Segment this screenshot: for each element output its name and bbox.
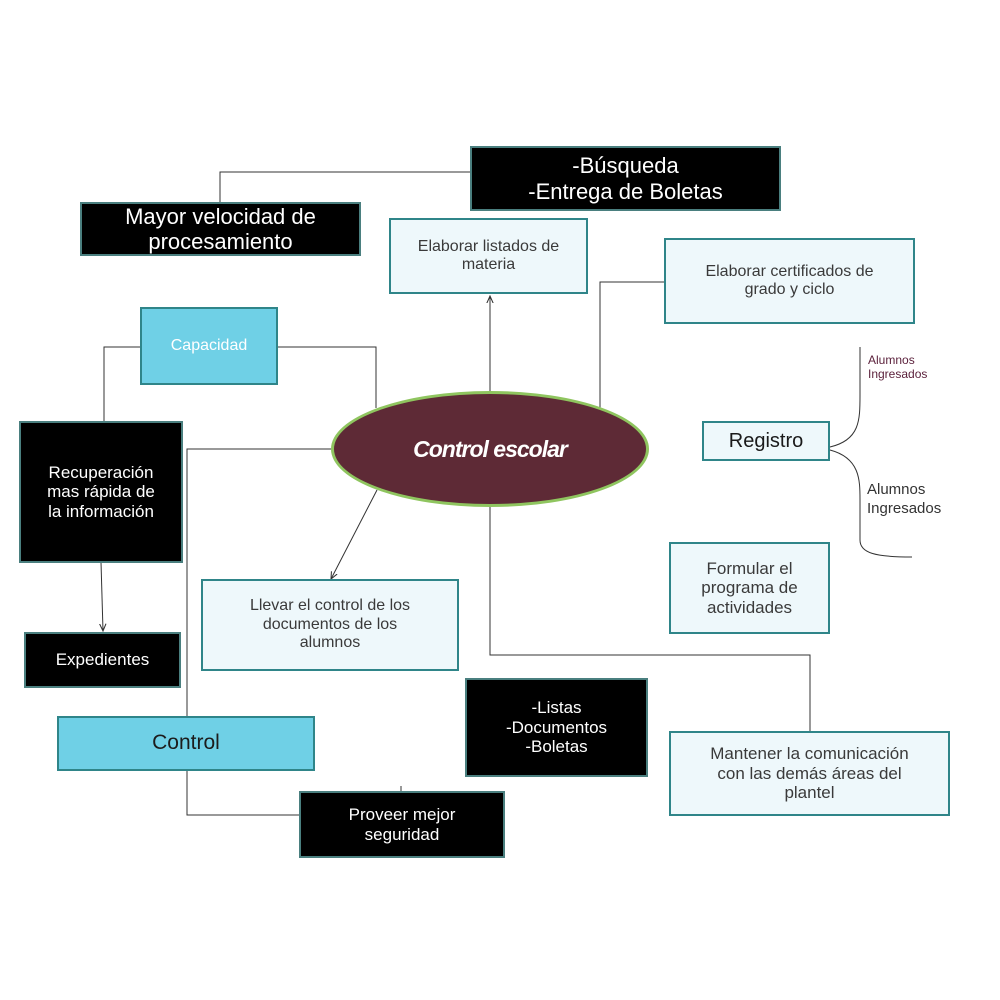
line-capacidad-recuperacion: [103, 346, 140, 422]
busqueda-box: -Búsqueda -Entrega de Boletas: [470, 146, 781, 211]
central-node: Control escolar: [331, 391, 649, 507]
seguridad-box: Proveer mejor seguridad: [299, 791, 505, 858]
alumnos-bottom-label: Alumnos Ingresados: [867, 481, 942, 517]
line-center-mantener: [489, 507, 811, 732]
recuperacion-box: Recuperación mas rápida de la informació…: [19, 421, 183, 563]
line-capacidad-center: [278, 346, 377, 408]
certificados-box: Elaborar certificados de grado y ciclo: [664, 238, 915, 324]
brace-registro: [829, 347, 913, 558]
expedientes-box: Expedientes: [24, 632, 181, 688]
llevar-control-box: Llevar el control de los documentos de l…: [201, 579, 459, 671]
control-box: Control: [57, 716, 315, 771]
arrow-center-llevar: [331, 489, 378, 579]
line-center-certificados: [599, 281, 665, 408]
line-center-control: [186, 448, 331, 717]
capacidad-box: Capacidad: [140, 307, 278, 385]
formular-box: Formular el programa de actividades: [669, 542, 830, 634]
line-control-seguridad: [186, 770, 301, 816]
arrow-recuperacion-expedientes: [101, 561, 103, 631]
alumnos-top-label: Alumnos Ingresados: [868, 353, 928, 382]
line-velocidad-busqueda: [219, 171, 471, 203]
velocidad-box: Mayor velocidad de procesamiento: [80, 202, 361, 256]
listas-box: -Listas -Documentos -Boletas: [465, 678, 648, 777]
listados-box: Elaborar listados de materia: [389, 218, 588, 294]
registro-box: Registro: [702, 421, 830, 461]
mantener-box: Mantener la comunicación con las demás á…: [669, 731, 950, 816]
